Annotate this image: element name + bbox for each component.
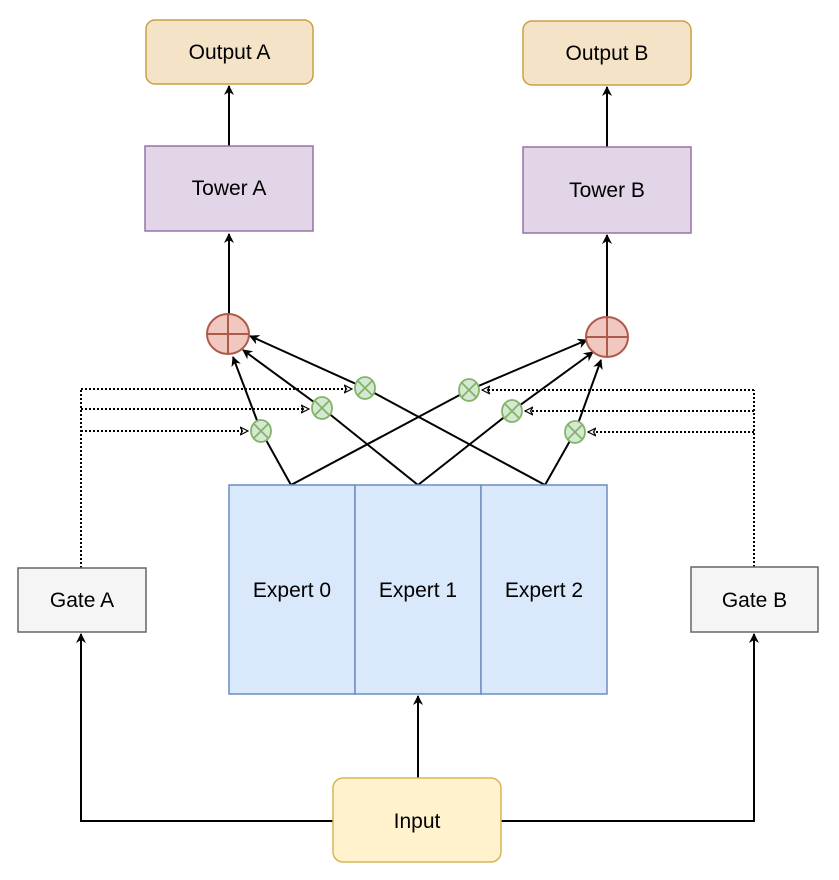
output-a-label: Output A	[189, 41, 271, 64]
tower-a-label: Tower A	[192, 177, 267, 200]
output-a-box: Output A	[145, 19, 314, 85]
sum-a-circle-plus-icon	[206, 313, 250, 355]
expert-2-box	[480, 484, 608, 695]
output-b-box: Output B	[522, 20, 692, 86]
multiply-circle-times-icon	[354, 376, 376, 400]
multiply-circle-times-icon	[458, 378, 480, 402]
expert-1-label: Expert 1	[379, 579, 457, 602]
gate-a-box: Gate A	[17, 567, 147, 633]
multiply-circle-times-icon	[250, 419, 272, 443]
input-label: Input	[394, 810, 441, 833]
edge-input-gate-b	[501, 633, 759, 822]
input-box: Input	[332, 777, 502, 863]
sum-b-circle-plus-icon	[585, 316, 629, 358]
edge-expert2-sum-a	[249, 335, 546, 486]
gate-b-box: Gate B	[690, 566, 819, 633]
multiply-circle-times-icon	[501, 399, 523, 423]
expert-0-label: Expert 0	[253, 579, 331, 602]
multiply-circle-times-icon	[564, 420, 586, 444]
edge-input-gate-a	[76, 633, 333, 822]
expert-0-box	[228, 484, 356, 695]
experts-block: Expert 0 Expert 1 Expert 2	[228, 484, 608, 695]
tower-b-label: Tower B	[569, 179, 645, 202]
expert-1-box	[354, 484, 482, 695]
gate-a-label: Gate A	[50, 589, 114, 612]
output-b-label: Output B	[566, 42, 649, 65]
expert-2-label: Expert 2	[505, 579, 583, 602]
gate-b-label: Gate B	[722, 589, 787, 612]
tower-a-box: Tower A	[144, 145, 314, 232]
edge-expert0-sum-b	[290, 338, 588, 486]
tower-b-box: Tower B	[522, 146, 692, 234]
multiply-circle-times-icon	[311, 396, 333, 420]
